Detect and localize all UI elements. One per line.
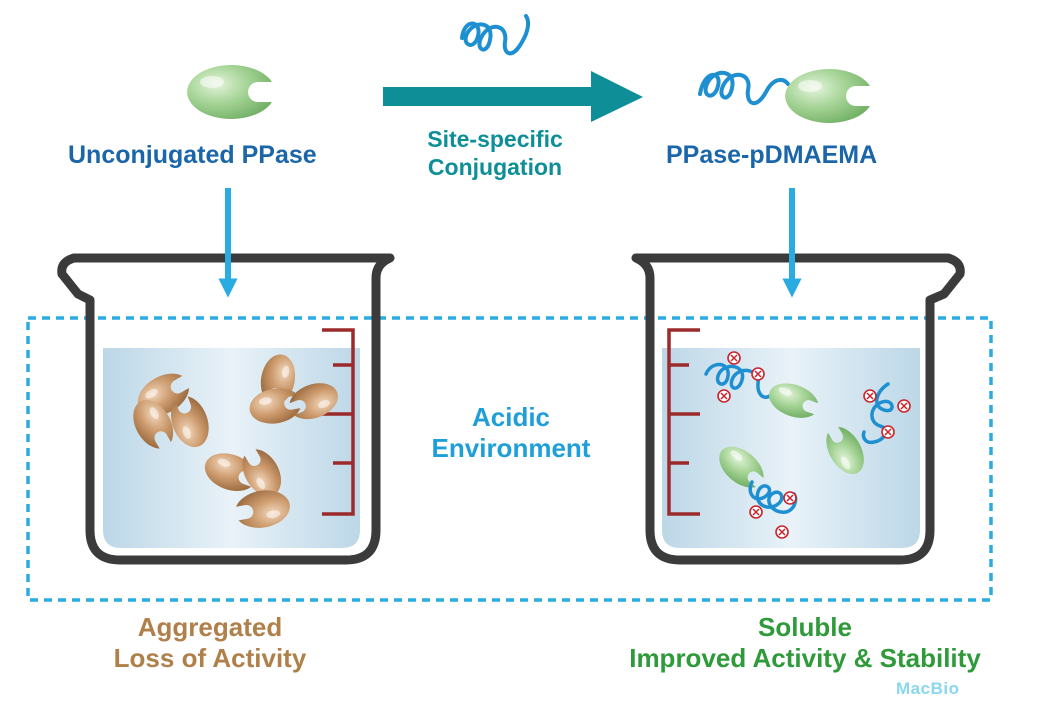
soluble-outcome-label: Soluble Improved Activity & Stability bbox=[629, 612, 981, 674]
acidic-environment-label: Acidic Environment bbox=[431, 402, 591, 464]
pdmaema-polymer-icon bbox=[460, 14, 531, 56]
ppase-pdmaema-label: PPase-pDMAEMA bbox=[666, 141, 878, 169]
left-beaker bbox=[57, 253, 395, 565]
soluble-conjugate-3 bbox=[711, 438, 798, 539]
unconjugated-ppase-icon bbox=[187, 65, 272, 119]
soluble-conjugate-2 bbox=[819, 382, 911, 481]
unconjugated-ppase-label: Unconjugated PPase bbox=[68, 141, 317, 169]
acidic-environment-box bbox=[26, 316, 993, 602]
soluble-conjugate-1 bbox=[704, 351, 822, 424]
watermark: MacBio bbox=[896, 679, 960, 698]
polymer-coil-icon bbox=[698, 71, 790, 105]
conjugated-ppase-icon bbox=[785, 69, 870, 123]
aggregated-outcome-label: Aggregated Loss of Activity bbox=[113, 612, 307, 674]
right-beaker-scale bbox=[667, 328, 700, 516]
conjugation-arrow bbox=[383, 71, 643, 122]
left-beaker-scale bbox=[322, 328, 355, 516]
site-specific-conjugation-label: Site-specific Conjugation bbox=[427, 126, 563, 180]
